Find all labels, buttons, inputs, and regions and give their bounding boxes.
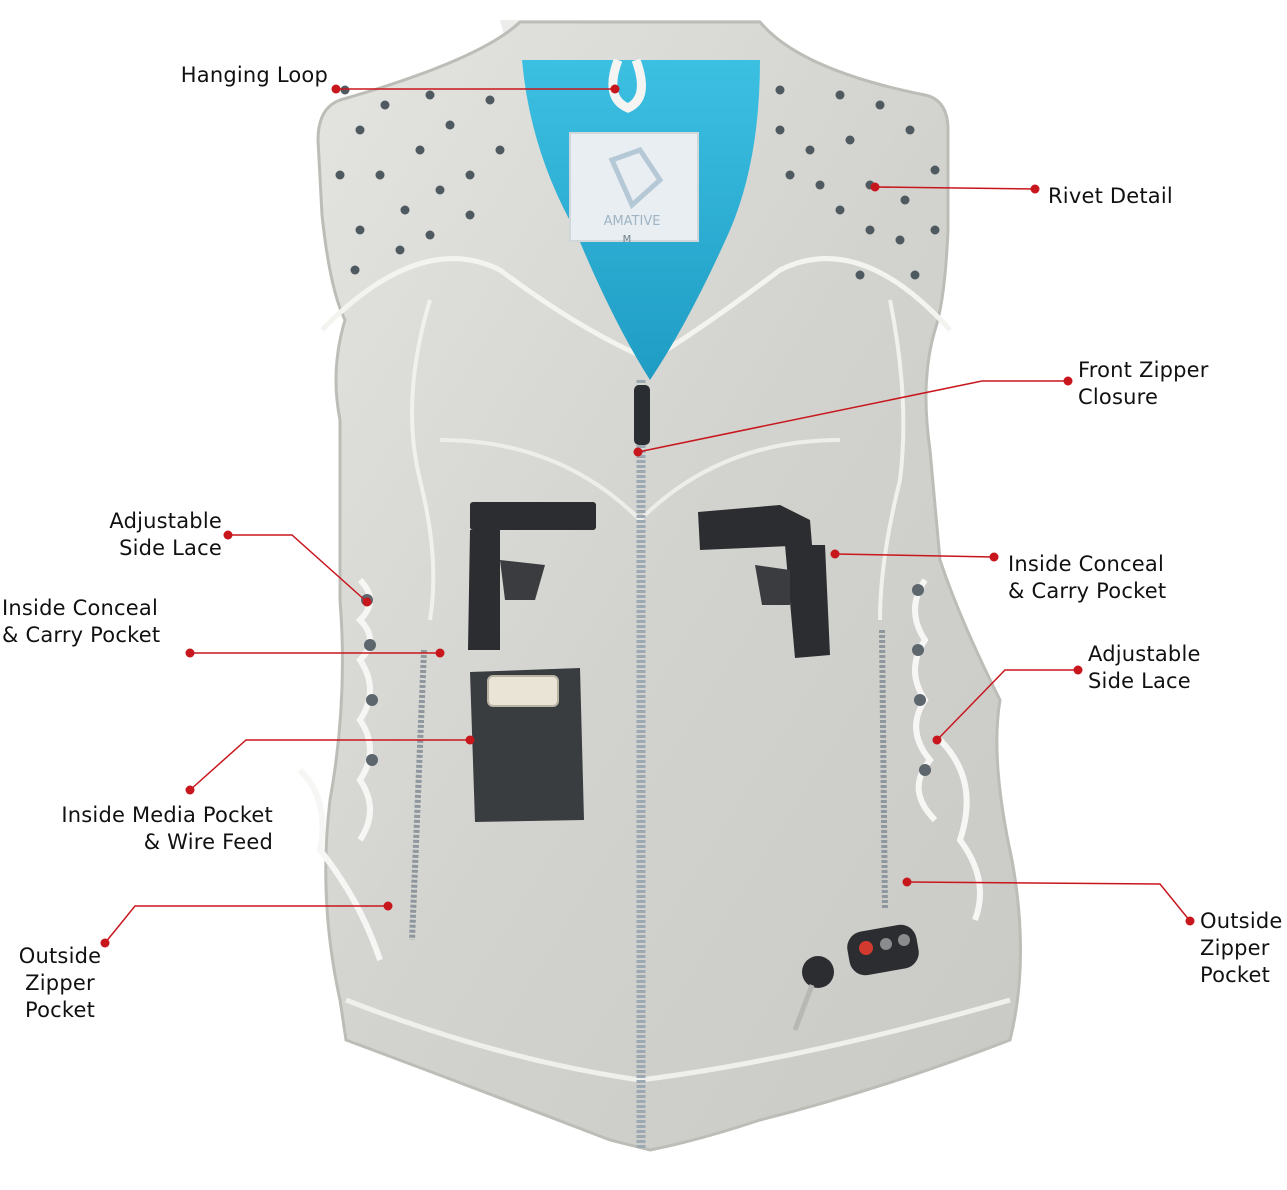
- leader-line: [189, 739, 470, 791]
- brand-tag-text: AMATIVE: [604, 214, 661, 229]
- rivet: [355, 125, 365, 135]
- pistol-left: [468, 502, 596, 650]
- right-pocket-zipper: [879, 629, 888, 911]
- leader-dot: [610, 84, 620, 94]
- rivet-pattern: [335, 85, 940, 280]
- rivet: [350, 265, 360, 275]
- rivet: [895, 235, 905, 245]
- vest-body: [316, 20, 1022, 1152]
- rivet: [775, 125, 785, 135]
- rivet: [905, 125, 915, 135]
- rivet: [855, 270, 865, 280]
- leader-dot: [989, 552, 999, 562]
- callout-side-lace-left: Adjustable Side Lace: [109, 509, 222, 560]
- leader-dot: [1030, 184, 1040, 194]
- leader-dot: [465, 735, 475, 745]
- rivet: [435, 185, 445, 195]
- rivet: [835, 90, 845, 100]
- hanging-loop: [608, 58, 646, 113]
- rivet: [835, 205, 845, 215]
- rivet: [465, 210, 475, 220]
- rivet: [805, 145, 815, 155]
- rivet: [910, 270, 920, 280]
- rivet: [400, 205, 410, 215]
- callout-outside-zipper-left: Outside Zipper Pocket: [18, 944, 102, 1022]
- leader-line: [874, 186, 1036, 190]
- rivet: [355, 225, 365, 235]
- leader-dot: [870, 182, 880, 192]
- callout-media-pocket: Inside Media Pocket & Wire Feed: [61, 803, 273, 854]
- car-key-fob: [792, 924, 919, 1031]
- rivet: [445, 120, 455, 130]
- leader-dot: [902, 877, 912, 887]
- leader-dot: [223, 530, 233, 540]
- rivet: [785, 170, 795, 180]
- rivet: [930, 165, 940, 175]
- callout-side-lace-right: Adjustable Side Lace: [1088, 642, 1201, 693]
- leader-line: [104, 905, 388, 944]
- callout-hanging-loop: Hanging Loop: [180, 63, 328, 87]
- leader-dot: [362, 597, 372, 607]
- phone: [487, 675, 559, 707]
- rivet: [930, 225, 940, 235]
- zipper-pull: [634, 385, 650, 445]
- leader-dot: [1185, 916, 1195, 926]
- leader-dot: [932, 735, 942, 745]
- leader-line: [936, 669, 1078, 741]
- rivet: [865, 225, 875, 235]
- rivet: [875, 100, 885, 110]
- leader-dots: [100, 84, 1195, 948]
- leader-dot: [435, 648, 445, 658]
- leader-line: [637, 380, 1068, 453]
- rivet: [395, 245, 405, 255]
- rivet: [485, 95, 495, 105]
- leader-dot: [185, 648, 195, 658]
- leader-dot: [100, 938, 110, 948]
- leader-line: [834, 553, 995, 558]
- leader-dot: [633, 447, 643, 457]
- leader-dot: [185, 785, 195, 795]
- leader-dot: [331, 84, 341, 94]
- leader-dot: [1073, 665, 1083, 675]
- rivet: [495, 145, 505, 155]
- callout-outside-zipper-right: Outside Zipper Pocket: [1200, 909, 1283, 987]
- leader-line: [906, 881, 1191, 922]
- callout-conceal-right: Inside Conceal & Carry Pocket: [1008, 552, 1167, 603]
- callout-front-zipper: Front Zipper Closure: [1078, 358, 1209, 409]
- callout-conceal-left: Inside Conceal & Carry Pocket: [2, 596, 161, 647]
- rivet: [775, 85, 785, 95]
- rivet: [900, 195, 910, 205]
- rivet: [845, 135, 855, 145]
- rivet: [815, 180, 825, 190]
- rivet: [380, 100, 390, 110]
- leader-line: [228, 534, 368, 603]
- rivet: [375, 170, 385, 180]
- rivet: [425, 230, 435, 240]
- left-pocket-zipper: [409, 649, 427, 941]
- rivet: [425, 90, 435, 100]
- leader-dot: [830, 549, 840, 559]
- rivet: [415, 145, 425, 155]
- leader-lines: [104, 88, 1191, 944]
- callout-rivet-detail: Rivet Detail: [1048, 184, 1173, 208]
- leader-dot: [1063, 376, 1073, 386]
- rivet: [340, 85, 350, 95]
- rivet: [335, 170, 345, 180]
- rivet: [465, 170, 475, 180]
- size-tag-text: M: [623, 234, 632, 245]
- pistol-right: [698, 505, 830, 658]
- leader-dot: [383, 901, 393, 911]
